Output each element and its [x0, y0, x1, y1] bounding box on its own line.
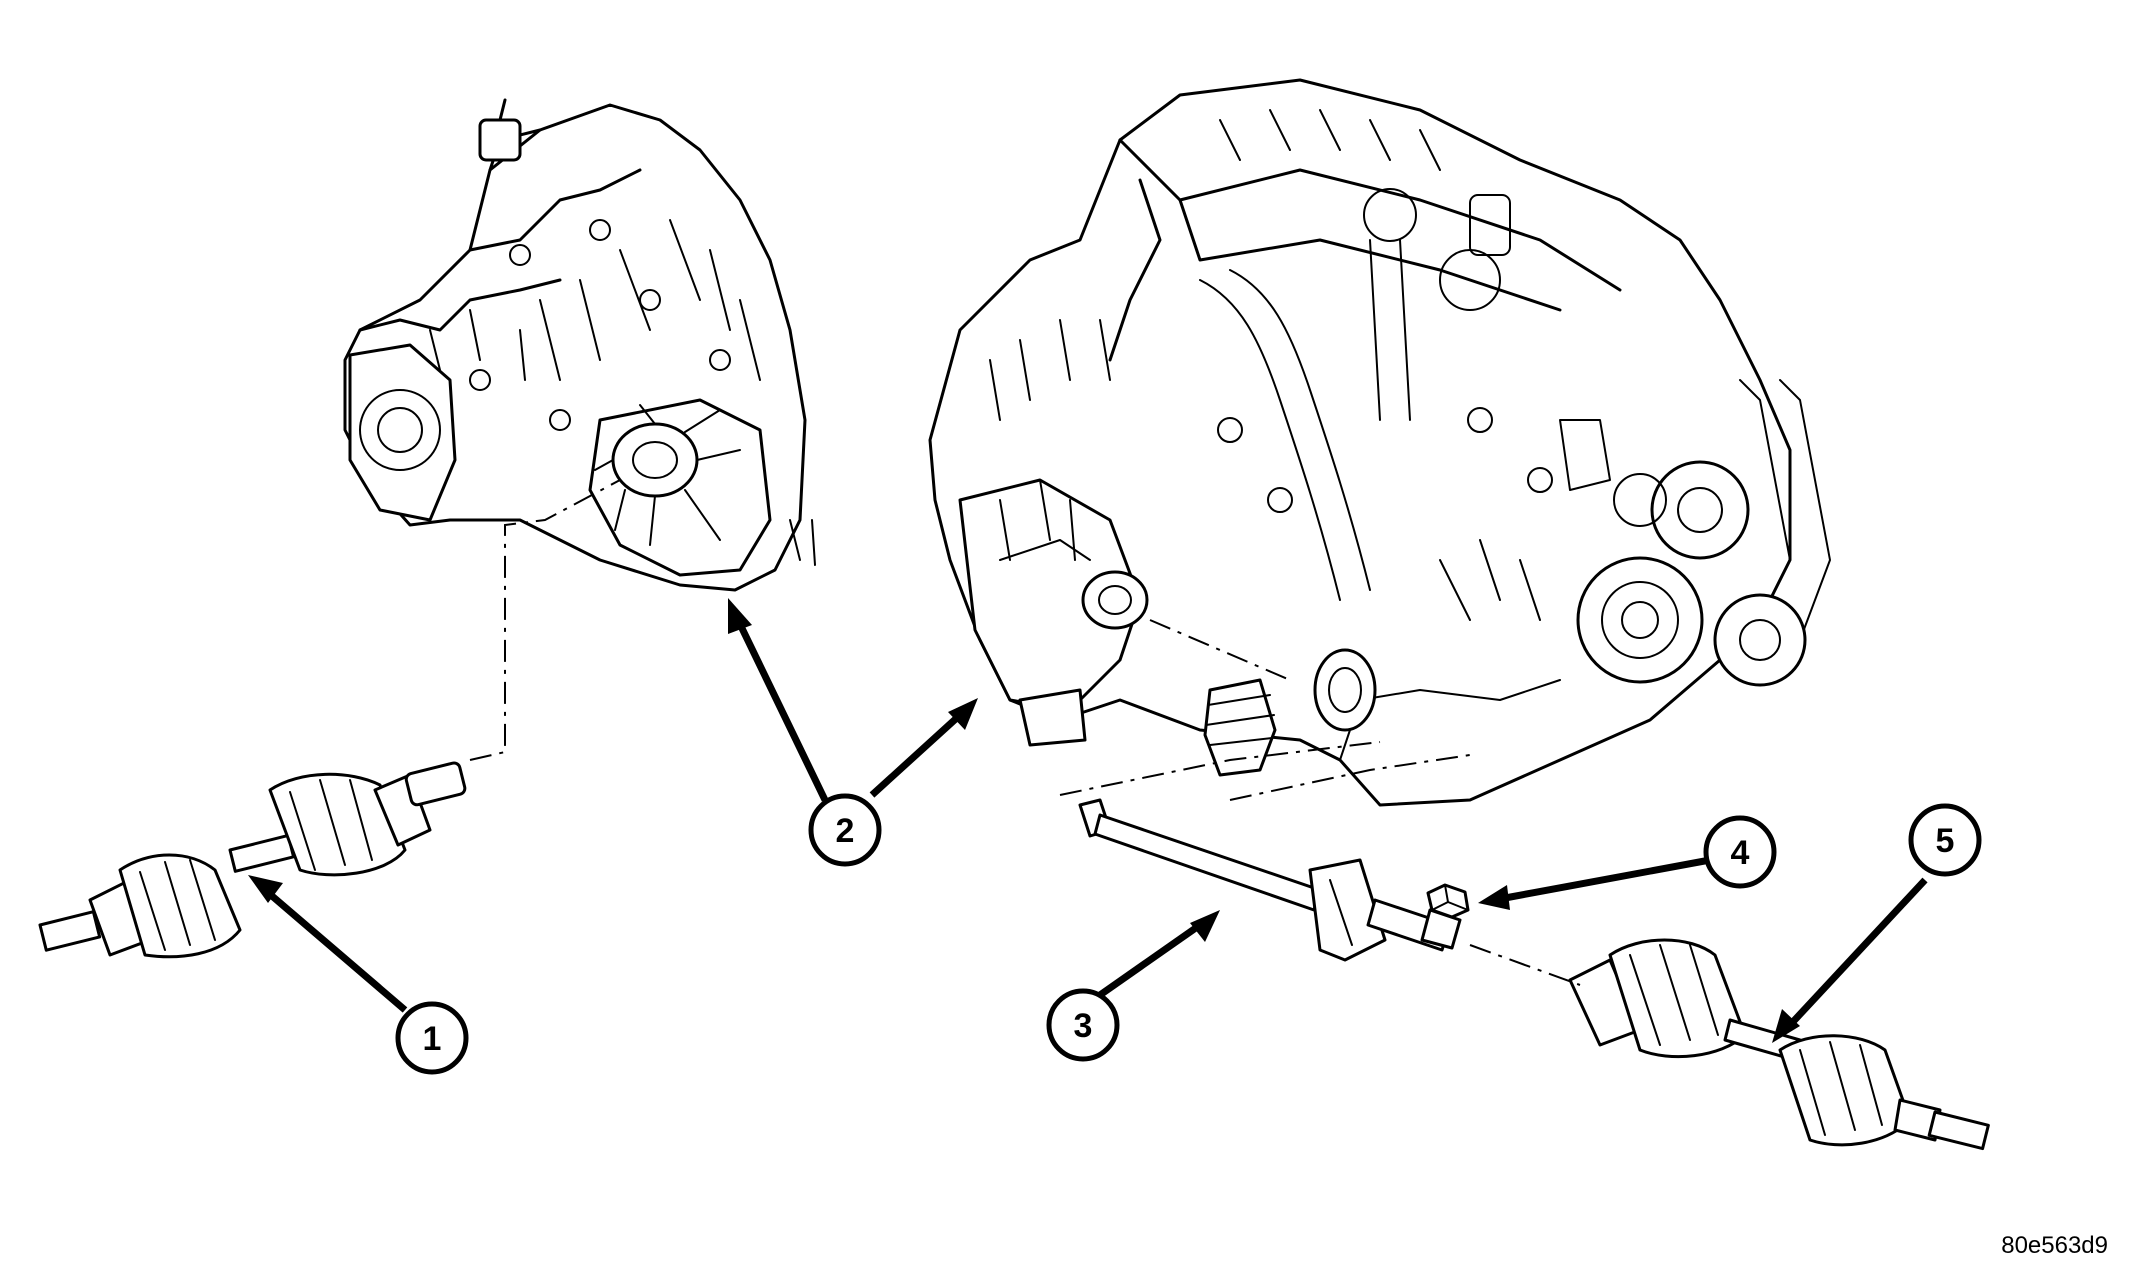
- callout-2: 2: [808, 793, 882, 867]
- callout-4-label: 4: [1731, 834, 1750, 872]
- callout-5: 5: [1908, 803, 1982, 877]
- leader-arrows: [248, 598, 1928, 1043]
- callout-4: 4: [1703, 815, 1777, 889]
- callout-1-label: 1: [423, 1020, 442, 1058]
- engine-transaxle-drawing: [928, 78, 1831, 807]
- right-halfshaft-drawing: [1568, 938, 1990, 1151]
- left-halfshaft-drawing: [38, 761, 467, 959]
- intermediate-shaft-drawing: [1078, 798, 1462, 962]
- manual-transaxle-drawing: [343, 98, 816, 592]
- callout-1: 1: [395, 1001, 469, 1075]
- bolt-drawing: [1426, 883, 1470, 919]
- alignment-centerlines: [469, 479, 1581, 986]
- callout-3-label: 3: [1074, 1007, 1093, 1045]
- callout-2-label: 2: [836, 812, 855, 850]
- callout-5-label: 5: [1936, 822, 1955, 860]
- figure-code: 80e563d9: [2001, 1232, 2108, 1259]
- callout-3: 3: [1046, 988, 1120, 1062]
